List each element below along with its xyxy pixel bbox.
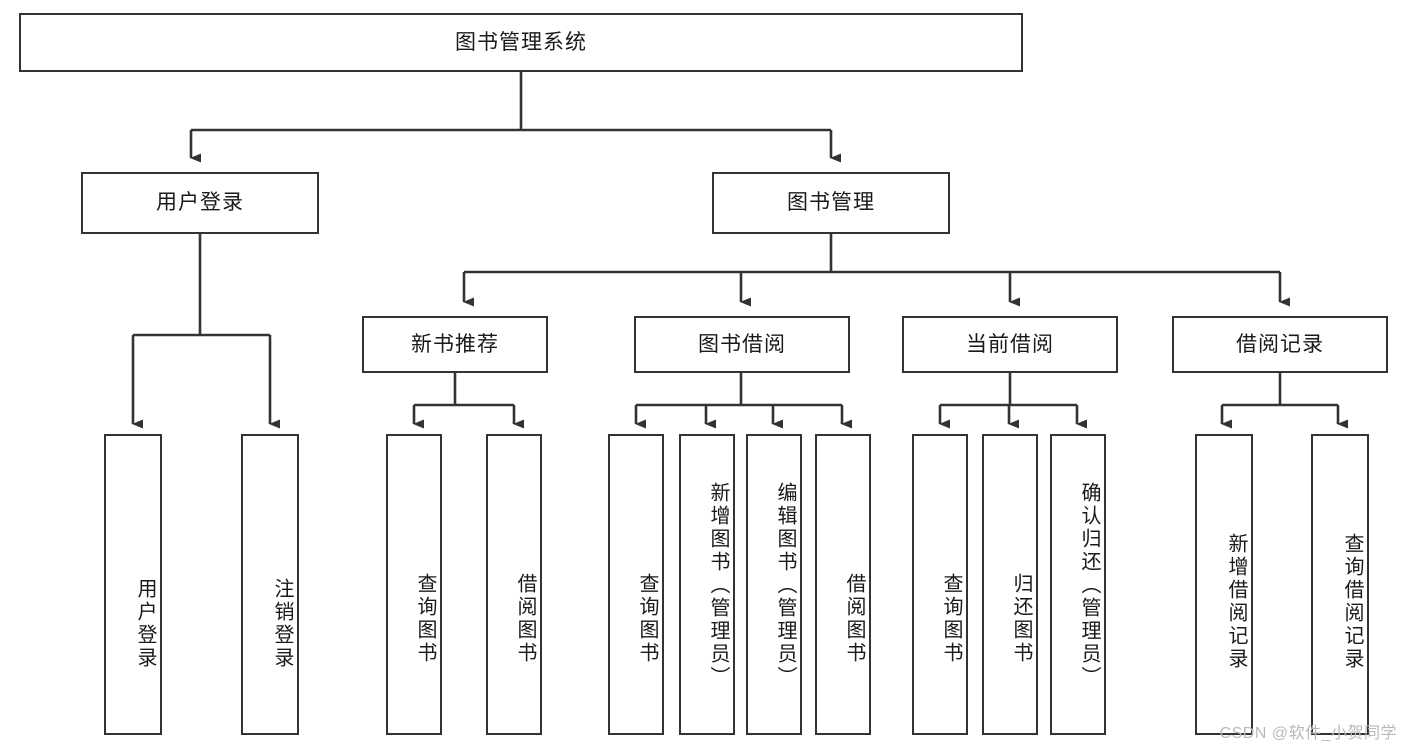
- node-new-book-recommend[interactable]: 新书推荐: [362, 316, 548, 373]
- node-borrow-record-label: 借阅记录: [1236, 332, 1324, 356]
- leaf-borrow-record-add-record[interactable]: 新增借阅记录: [1195, 434, 1253, 735]
- leaf-current-borrow-return-book[interactable]: 归还图书: [982, 434, 1038, 735]
- node-book-borrow[interactable]: 图书借阅: [634, 316, 850, 373]
- leaf-current-borrow-query-book[interactable]: 查询图书: [912, 434, 968, 735]
- leaf-current-borrow-confirm-return-admin[interactable]: 确认归还（管理员）: [1050, 434, 1106, 735]
- leaf-book-borrow-borrow-book-label: 借阅图书: [843, 572, 865, 665]
- leaf-borrow-record-query-record-label: 查询借阅记录: [1341, 532, 1363, 671]
- leaf-book-borrow-add-book-admin[interactable]: 新增图书（管理员）: [679, 434, 735, 735]
- leaf-borrow-record-query-record[interactable]: 查询借阅记录: [1311, 434, 1369, 735]
- leaf-book-borrow-edit-book-admin[interactable]: 编辑图书（管理员）: [746, 434, 802, 735]
- leaf-current-borrow-confirm-return-admin-label: 确认归还（管理员）: [1078, 482, 1100, 689]
- leaf-book-borrow-add-book-admin-label: 新增图书（管理员）: [707, 482, 729, 689]
- leaf-current-borrow-query-book-label: 查询图书: [940, 572, 962, 665]
- leaf-new-book-borrow-book-label: 借阅图书: [514, 572, 536, 665]
- leaf-user-login-logout-label: 注销登录: [271, 577, 293, 670]
- node-current-borrow[interactable]: 当前借阅: [902, 316, 1118, 373]
- leaf-borrow-record-add-record-label: 新增借阅记录: [1225, 532, 1247, 671]
- leaf-book-borrow-edit-book-admin-label: 编辑图书（管理员）: [774, 482, 796, 689]
- node-borrow-record[interactable]: 借阅记录: [1172, 316, 1388, 373]
- leaf-current-borrow-return-book-label: 归还图书: [1010, 572, 1032, 665]
- node-root-book-management-system[interactable]: 图书管理系统: [19, 13, 1023, 72]
- node-book-management-label: 图书管理: [787, 191, 875, 215]
- leaf-new-book-query-book[interactable]: 查询图书: [386, 434, 442, 735]
- leaf-user-login-login-label: 用户登录: [134, 577, 156, 670]
- leaf-book-borrow-borrow-book[interactable]: 借阅图书: [815, 434, 871, 735]
- node-root-label: 图书管理系统: [455, 30, 587, 54]
- leaf-new-book-borrow-book[interactable]: 借阅图书: [486, 434, 542, 735]
- leaf-user-login-logout[interactable]: 注销登录: [241, 434, 299, 735]
- node-book-borrow-label: 图书借阅: [698, 332, 786, 356]
- node-new-book-recommend-label: 新书推荐: [411, 332, 499, 356]
- node-book-management[interactable]: 图书管理: [712, 172, 950, 234]
- node-user-login-label: 用户登录: [156, 191, 244, 215]
- leaf-book-borrow-query-book-label: 查询图书: [636, 572, 658, 665]
- leaf-user-login-login[interactable]: 用户登录: [104, 434, 162, 735]
- node-current-borrow-label: 当前借阅: [966, 332, 1054, 356]
- leaf-book-borrow-query-book[interactable]: 查询图书: [608, 434, 664, 735]
- node-user-login[interactable]: 用户登录: [81, 172, 319, 234]
- leaf-new-book-query-book-label: 查询图书: [414, 572, 436, 665]
